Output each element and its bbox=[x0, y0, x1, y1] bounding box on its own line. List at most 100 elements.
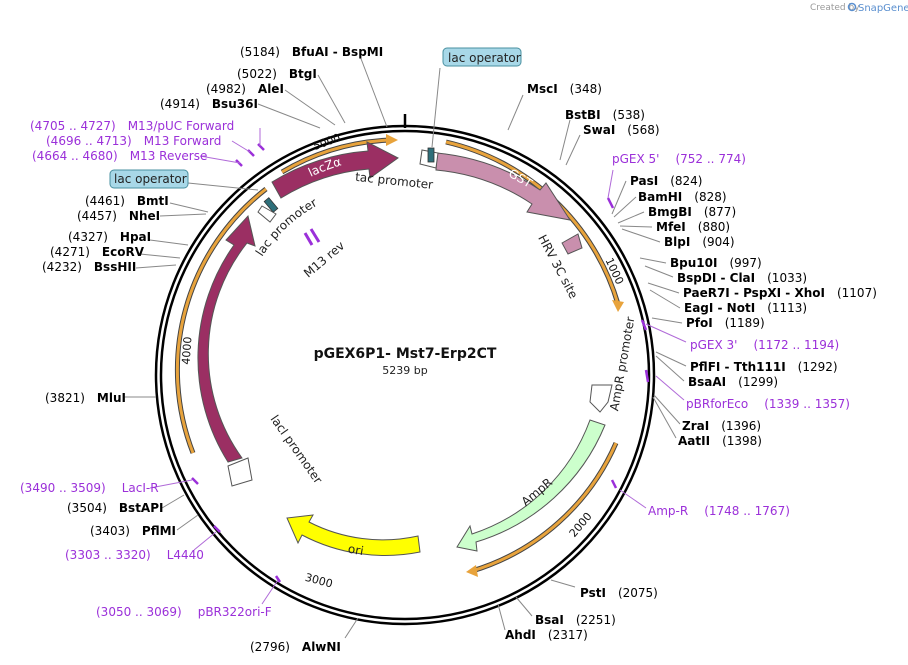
site-label-bspDI-claI[interactable]: BspDI - ClaI(1033) bbox=[677, 271, 807, 285]
lacz-cds-arrowhead bbox=[386, 134, 398, 146]
site-leader bbox=[507, 94, 524, 131]
site-leader bbox=[611, 180, 627, 215]
primer-label-laci-r[interactable]: (3490 .. 3509)LacI-R bbox=[20, 481, 159, 495]
site-label-mluI[interactable]: (3821)MluI bbox=[45, 391, 126, 405]
site-leader bbox=[644, 265, 674, 278]
laci-cds-arc bbox=[175, 187, 267, 454]
site-leader bbox=[655, 355, 685, 382]
primer-leader bbox=[619, 489, 647, 509]
site-label-bamHI[interactable]: BamHI(828) bbox=[638, 190, 727, 204]
site-label-hpaI[interactable]: (4327)HpaI bbox=[68, 230, 151, 244]
site-label-alwNI[interactable]: (2796)AlwNI bbox=[250, 640, 341, 654]
site-label-mfeI[interactable]: MfeI(880) bbox=[656, 220, 730, 234]
primer-label-m13-forward[interactable]: (4696 .. 4713)M13 Forward bbox=[46, 134, 221, 148]
site-leader bbox=[284, 89, 336, 126]
site-leader bbox=[652, 396, 677, 439]
snapgene-logo-icon bbox=[847, 2, 857, 12]
map-title: pGEX6P1- Mst7-Erp2CT bbox=[314, 346, 497, 362]
lac-promoter-label: lac promoter bbox=[253, 196, 319, 259]
gst-feature[interactable] bbox=[435, 152, 572, 221]
laci-feature[interactable] bbox=[197, 214, 256, 463]
lac-operator-top-box[interactable] bbox=[442, 47, 522, 67]
ampr-promoter-label: AmpR promoter bbox=[607, 316, 637, 412]
primer-mark bbox=[257, 143, 265, 151]
site-label-nheI[interactable]: (4457)NheI bbox=[77, 209, 160, 223]
site-leader bbox=[649, 289, 681, 309]
site-label-bmtI[interactable]: (4461)BmtI bbox=[85, 194, 169, 208]
site-leader bbox=[176, 514, 199, 531]
site-leader bbox=[565, 134, 581, 166]
laci-promoter-feature[interactable] bbox=[227, 457, 253, 487]
m13-rev-arrow-1 bbox=[303, 232, 314, 246]
site-label-zraI[interactable]: ZraI(1396) bbox=[682, 419, 761, 433]
primer-leader bbox=[607, 169, 614, 199]
site-label-pasI[interactable]: PasI(824) bbox=[630, 174, 702, 188]
site-leader bbox=[317, 74, 346, 124]
site-label-swaI[interactable]: SwaI(568) bbox=[583, 123, 660, 137]
site-label-eagI-notI[interactable]: EagI - NotI(1113) bbox=[684, 301, 807, 315]
site-label-pfoI[interactable]: PfoI(1189) bbox=[686, 316, 765, 330]
primer-label-m13-reverse[interactable]: (4664 .. 4680)M13 Reverse bbox=[32, 149, 207, 163]
ampr-feature[interactable] bbox=[456, 419, 606, 552]
ori-feature[interactable] bbox=[286, 514, 421, 556]
ampr-promoter-feature[interactable] bbox=[589, 384, 613, 413]
primer-label-pgex5[interactable]: pGEX 5'(752 .. 774) bbox=[612, 152, 746, 166]
primer-label-pgex3[interactable]: pGEX 3'(1172 .. 1194) bbox=[690, 338, 839, 352]
primer-label-l4440[interactable]: (3303 .. 3320)L4440 bbox=[65, 548, 204, 562]
site-leader bbox=[651, 317, 683, 324]
site-label-bsu36I[interactable]: (4914)Bsu36I bbox=[160, 97, 258, 111]
site-label-bsaI[interactable]: BsaI(2251) bbox=[535, 613, 616, 627]
site-leader bbox=[617, 211, 645, 224]
lac-operator-left-leader bbox=[187, 182, 259, 191]
lac-promoter-feature[interactable] bbox=[257, 205, 277, 223]
primer-label-pbrforeco[interactable]: pBRforEco(1339 .. 1357) bbox=[686, 397, 850, 411]
hrv-3c-site-feature[interactable] bbox=[561, 233, 583, 255]
lac-operator-top-leader bbox=[431, 67, 441, 148]
site-leader bbox=[619, 225, 653, 228]
site-label-pstI[interactable]: PstI(2075) bbox=[580, 586, 658, 600]
site-label-aatII[interactable]: AatII(1398) bbox=[678, 434, 762, 448]
restriction-sites-right: MscI(348) BstBI(538) SwaI(568) PasI(824)… bbox=[497, 82, 877, 642]
primer-label-pbr322ori-f[interactable]: (3050 .. 3069)pBR322ori-F bbox=[96, 605, 272, 619]
primer-leader bbox=[193, 531, 217, 551]
site-leader bbox=[135, 264, 177, 269]
site-label-bstBI[interactable]: BstBI(538) bbox=[565, 108, 645, 122]
site-label-pflFI-tth111I[interactable]: PflFI - Tth111I(1292) bbox=[690, 360, 838, 374]
site-label-bfuAI-bspMI[interactable]: (5184)BfuAI - BspMI bbox=[240, 45, 383, 59]
site-label-ecoRV[interactable]: (4271)EcoRV bbox=[50, 245, 145, 259]
site-label-bssHII[interactable]: (4232)BssHII bbox=[42, 260, 136, 274]
site-label-ahdI[interactable]: AhdI(2317) bbox=[505, 628, 588, 642]
site-leader bbox=[149, 239, 189, 246]
site-leader bbox=[653, 394, 681, 425]
site-label-pflMI[interactable]: (3403)PflMI bbox=[90, 524, 176, 538]
site-label-paeR7I-pspXI-xhoI[interactable]: PaeR7I - PspXI - XhoI(1107) bbox=[683, 286, 877, 300]
primer-mark bbox=[274, 575, 282, 583]
backbone bbox=[154, 114, 656, 626]
lac-operator-top-label: lac operator bbox=[448, 51, 521, 65]
site-label-mscI[interactable]: MscI(348) bbox=[527, 82, 602, 96]
snapgene-credit: Created by SnapGene bbox=[810, 2, 908, 14]
lac-operator-left-label: lac operator bbox=[114, 172, 187, 186]
map-subtitle: 5239 bp bbox=[382, 364, 427, 377]
primer-label-amp-r[interactable]: Amp-R(1748 .. 1767) bbox=[648, 504, 790, 518]
site-label-bstAPI[interactable]: (3504)BstAPI bbox=[67, 501, 163, 515]
primer-mark bbox=[640, 319, 648, 331]
primer-mark bbox=[213, 525, 221, 533]
gst-cds-arrowhead bbox=[612, 300, 624, 312]
site-leader bbox=[639, 257, 667, 264]
lac-operator-left-box[interactable] bbox=[109, 169, 189, 189]
primer-label-m13-puc-forward[interactable]: (4705 .. 4727)M13/pUC Forward bbox=[30, 119, 234, 133]
site-label-btgI[interactable]: (5022)BtgI bbox=[237, 67, 317, 81]
lacz-alpha-feature[interactable] bbox=[271, 141, 399, 199]
site-label-blpI[interactable]: BlpI(904) bbox=[664, 235, 735, 249]
site-label-aleI[interactable]: (4982)AleI bbox=[206, 82, 284, 96]
site-leader bbox=[159, 213, 207, 217]
lac-operator-left-mark bbox=[263, 197, 279, 213]
site-leader bbox=[139, 253, 181, 259]
site-leader bbox=[497, 603, 506, 631]
site-label-bsaAI[interactable]: BsaAI(1299) bbox=[688, 375, 778, 389]
site-label-bpu10I[interactable]: Bpu10I(997) bbox=[670, 256, 762, 270]
site-label-bmgBI[interactable]: BmgBI(877) bbox=[648, 205, 736, 219]
ampr-cds-arrowhead bbox=[466, 565, 478, 577]
